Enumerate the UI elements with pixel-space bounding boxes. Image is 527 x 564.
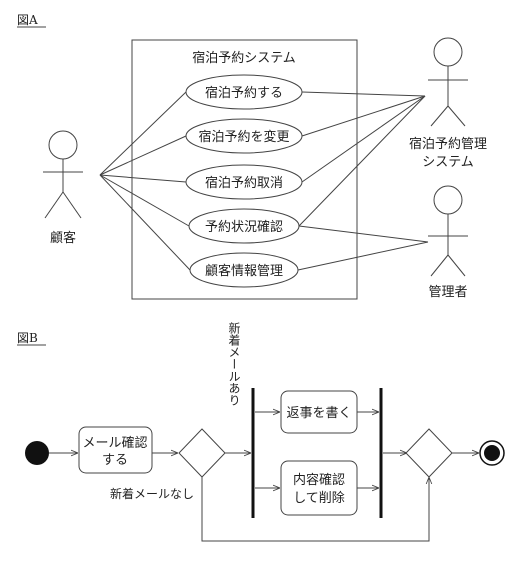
use-case-make-reservation: 宿泊予約する [185, 74, 303, 110]
association-line [99, 135, 187, 176]
association-line [297, 241, 429, 271]
actor-system-icon [428, 37, 468, 127]
decision-node [178, 428, 226, 478]
use-case-customer-info: 顧客情報管理 [189, 252, 299, 288]
actor-system-label-line2: システム [422, 155, 474, 170]
initial-node [25, 441, 49, 465]
use-case-change-reservation: 宿泊予約を変更 [185, 118, 303, 154]
association-line [99, 174, 191, 271]
system-title: 宿泊予約システム [192, 50, 296, 66]
customer-associations [99, 91, 191, 271]
merge-node [405, 428, 453, 478]
guard-new-mail: 新着メールあり [227, 321, 241, 406]
association-line [99, 174, 187, 183]
association-line [298, 225, 429, 243]
use-case-label: 予約状況確認 [205, 219, 283, 235]
actor-manager-label: 管理者 [428, 285, 467, 300]
association-line [301, 95, 426, 183]
use-case-label: 宿泊予約する [205, 85, 283, 101]
action-check-mail-line1: メール確認 [82, 435, 147, 451]
action-confirm-delete-line2: して削除 [293, 491, 345, 506]
association-line [301, 95, 426, 137]
association-line [99, 91, 187, 176]
action-confirm-delete-line1: 内容確認 [293, 472, 345, 488]
figure-a-label: 図A [17, 13, 38, 27]
final-node [479, 440, 505, 466]
actor-customer-icon [43, 130, 83, 219]
system-actor-associations [298, 91, 426, 227]
action-check-mail [78, 426, 153, 474]
action-check-mail-line2: する [102, 453, 128, 468]
figure-b-label: 図B [17, 331, 38, 345]
action-confirm-delete [280, 460, 358, 516]
manager-associations [297, 225, 429, 271]
actor-customer-label: 顧客 [50, 230, 76, 246]
use-case-label: 顧客情報管理 [205, 263, 283, 279]
action-write-reply-label: 返事を書く [286, 406, 351, 421]
use-case-label: 宿泊予約を変更 [198, 129, 289, 145]
association-line [298, 95, 426, 227]
use-case-label: 宿泊予約取消 [205, 175, 283, 191]
use-case-check-status: 予約状況確認 [188, 208, 300, 244]
use-case-cancel-reservation: 宿泊予約取消 [185, 164, 303, 200]
actor-system-label-line1: 宿泊予約管理 [409, 136, 487, 152]
association-line [301, 91, 426, 97]
actor-manager-icon [428, 185, 468, 277]
association-line [99, 174, 190, 227]
flow-no-new-mail [201, 477, 429, 542]
guard-no-new-mail: 新着メールなし [110, 486, 194, 501]
